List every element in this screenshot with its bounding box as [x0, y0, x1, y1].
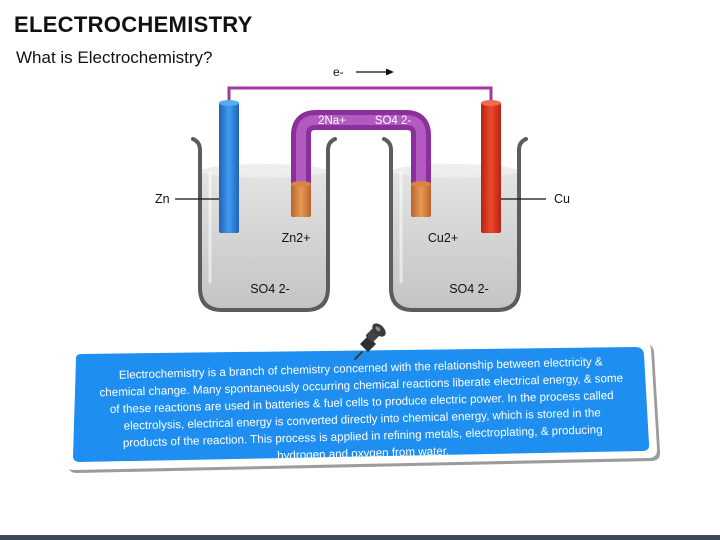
salt-bridge	[291, 110, 431, 217]
left-beaker-glass	[191, 137, 337, 312]
right-beaker-glass	[382, 137, 528, 312]
info-text: Electrochemistry is a branch of chemistr…	[99, 355, 624, 463]
info-callout-background	[65, 340, 661, 473]
footer-bar	[0, 535, 720, 540]
right-sulfate-label: SO4 2-	[449, 282, 489, 296]
electrochemical-cell-diagram: e- 2Na+ SO4 2- Zn C	[155, 65, 570, 312]
zinc-electrode	[219, 100, 239, 233]
pushpin-icon	[354, 323, 386, 360]
copper-label: Cu	[554, 192, 570, 206]
salt-bridge-left-end	[291, 183, 311, 217]
external-wire	[227, 86, 493, 102]
zinc-ion-label: Zn2+	[282, 231, 311, 245]
copper-ion-label: Cu2+	[428, 231, 458, 245]
slide-title: ELECTROCHEMISTRY	[14, 12, 253, 37]
bridge-label-left: 2Na+	[318, 115, 346, 127]
slide-subtitle: What is Electrochemistry?	[16, 48, 213, 67]
electron-label: e-	[333, 65, 344, 79]
zinc-label: Zn	[155, 192, 170, 206]
arrow-right-icon	[356, 68, 394, 76]
copper-electrode	[481, 100, 501, 233]
bridge-label-right: SO4 2-	[375, 115, 412, 127]
salt-bridge-right-end	[411, 183, 431, 217]
info-callout: Electrochemistry is a branch of chemistr…	[62, 338, 662, 473]
left-sulfate-label: SO4 2-	[250, 282, 290, 296]
